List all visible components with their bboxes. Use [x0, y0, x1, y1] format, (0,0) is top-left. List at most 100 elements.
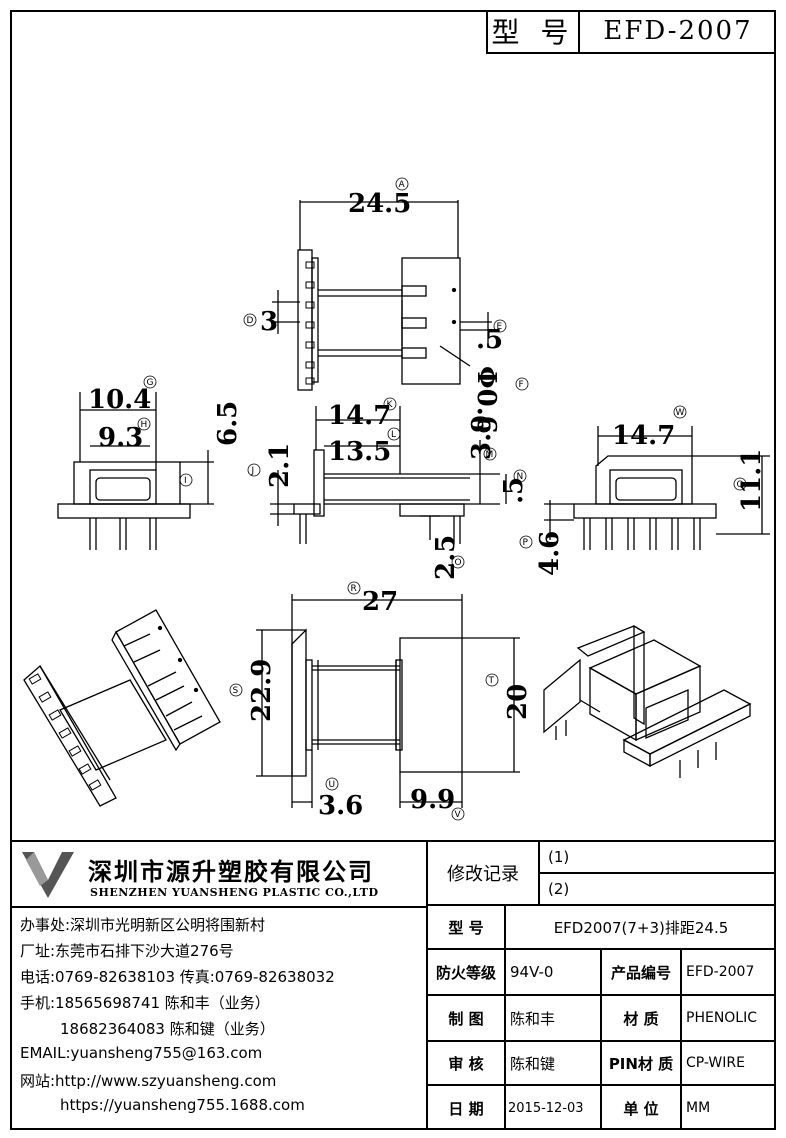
title-block	[10, 840, 776, 1130]
dim-u: 3.6	[318, 791, 363, 821]
dim-t: 20	[503, 684, 533, 720]
svg-text:M: M	[486, 450, 494, 460]
material-label: 材 质	[623, 1009, 659, 1028]
website-2[interactable]: https://yuansheng755.1688.com	[60, 1096, 305, 1114]
svg-text:Q: Q	[737, 480, 744, 490]
marker-w: W	[673, 405, 687, 419]
dim-m: 3.9	[467, 415, 497, 460]
left-view: 10.4 9.3 6.5	[57, 385, 243, 550]
marker-k: K	[383, 397, 397, 411]
model-title-box: 型 号 EFD-2007	[486, 10, 776, 54]
material-value: PHENOLIC	[686, 1010, 758, 1026]
right-view: 14.7 11.1 4.6	[535, 421, 770, 576]
pin-material-label: PIN材 质	[608, 1054, 674, 1073]
product-code-label: 产品编号	[610, 963, 671, 982]
svg-text:P: P	[523, 538, 529, 548]
svg-text:S: S	[233, 686, 239, 696]
dim-k: 14.7	[328, 401, 391, 431]
revision-2: (2)	[548, 880, 570, 898]
marker-s: S	[229, 683, 243, 697]
company-name-en: SHENZHEN YUANSHENG PLASTIC CO.,LTD	[90, 886, 379, 899]
company-logo-icon	[22, 852, 74, 898]
dim-h: 9.3	[98, 423, 143, 453]
svg-text:R: R	[351, 584, 357, 594]
mobile-2: 18682364083 陈和键（业务）	[60, 1020, 275, 1038]
marker-v: V	[451, 807, 465, 821]
dim-g: 10.4	[88, 385, 151, 415]
dim-i: 6.5	[213, 401, 243, 446]
marker-t: T	[485, 673, 499, 687]
svg-text:A: A	[399, 180, 406, 190]
marker-p: P	[519, 535, 533, 549]
svg-text:T: T	[488, 676, 495, 686]
email[interactable]: EMAIL:yuansheng755@163.com	[20, 1044, 263, 1062]
marker-m: M	[483, 447, 497, 461]
marker-g: G	[143, 375, 157, 389]
svg-text:F: F	[519, 380, 524, 390]
checked-by-label: 审 核	[448, 1054, 484, 1073]
website-1[interactable]: 网站:http://www.szyuansheng.com	[20, 1072, 277, 1090]
iso-right	[543, 624, 752, 778]
fire-rating-label: 防火等级	[435, 963, 496, 982]
marker-r: R	[347, 581, 361, 595]
revision-1: (1)	[548, 848, 570, 866]
table-model-value: EFD2007(7+3)排距24.5	[553, 918, 729, 937]
dim-w: 14.7	[612, 421, 675, 451]
office-address: 办事处:深圳市光明新区公明将围新村	[20, 916, 266, 934]
marker-f: F	[515, 377, 529, 391]
svg-text:U: U	[329, 780, 336, 790]
dim-a: 24.5	[348, 189, 411, 219]
svg-text:N: N	[517, 472, 524, 482]
unit-label: 单 位	[623, 1099, 659, 1118]
checked-by-value: 陈和键	[510, 1054, 556, 1073]
svg-text:L: L	[391, 430, 396, 440]
drawn-by-label: 制 图	[448, 1009, 484, 1028]
dim-o: 2.5	[431, 535, 461, 580]
marker-h: H	[137, 417, 151, 431]
date-label: 日 期	[448, 1099, 484, 1118]
svg-text:G: G	[147, 378, 154, 388]
svg-text:W: W	[676, 408, 685, 418]
model-label: 型 号	[488, 10, 580, 52]
iso-left	[23, 609, 221, 807]
dim-v: 9.9	[410, 785, 455, 815]
svg-text:I: I	[184, 476, 187, 486]
dim-e: .5	[476, 325, 503, 355]
product-code-value: EFD-2007	[686, 964, 755, 980]
marker-q: Q	[733, 477, 747, 491]
drawn-by-value: 陈和丰	[510, 1009, 556, 1028]
marker-e: E	[493, 319, 507, 333]
fire-rating-value: 94V-0	[510, 963, 554, 981]
date-value: 2015-12-03	[508, 1100, 584, 1116]
svg-text:K: K	[387, 400, 394, 410]
dim-j: 2.1	[265, 443, 295, 488]
dim-l: 13.5	[328, 437, 391, 467]
table-model-label: 型 号	[448, 918, 484, 937]
marker-j: J	[247, 463, 261, 477]
marker-a: A	[395, 177, 409, 191]
revision-label: 修改记录	[447, 864, 519, 885]
model-value: EFD-2007	[603, 16, 753, 46]
dim-s: 22.9	[247, 659, 277, 722]
dim-n: .5	[499, 477, 529, 504]
bottom-view: 27 22.9 20 3.6 9.9	[247, 587, 533, 821]
pin-material-value: CP-WIRE	[686, 1055, 745, 1071]
marker-d: D	[243, 313, 257, 327]
svg-text:O: O	[455, 558, 462, 568]
drawing-frame	[10, 10, 776, 1130]
top-view: 24.5 3 .5 Φ0.6	[260, 189, 503, 434]
dim-r: 27	[362, 587, 398, 617]
svg-text:J: J	[251, 466, 255, 476]
svg-text:H: H	[141, 420, 148, 430]
marker-o: O	[451, 555, 465, 569]
technical-drawing: 24.5 3 .5 Φ0.6 10.4 9.3 6.5	[23, 177, 770, 821]
marker-u: U	[325, 777, 339, 791]
front-view: 14.7 13.5 2.1 3.9 .5 2.5	[265, 401, 529, 580]
company-name-cn: 深圳市源升塑胶有限公司	[88, 858, 374, 886]
svg-text:E: E	[497, 322, 503, 332]
dim-q: 11.1	[737, 449, 767, 512]
dim-p: 4.6	[535, 531, 565, 576]
marker-l: L	[387, 427, 401, 441]
marker-n: N	[513, 469, 527, 483]
marker-i: I	[179, 473, 193, 487]
